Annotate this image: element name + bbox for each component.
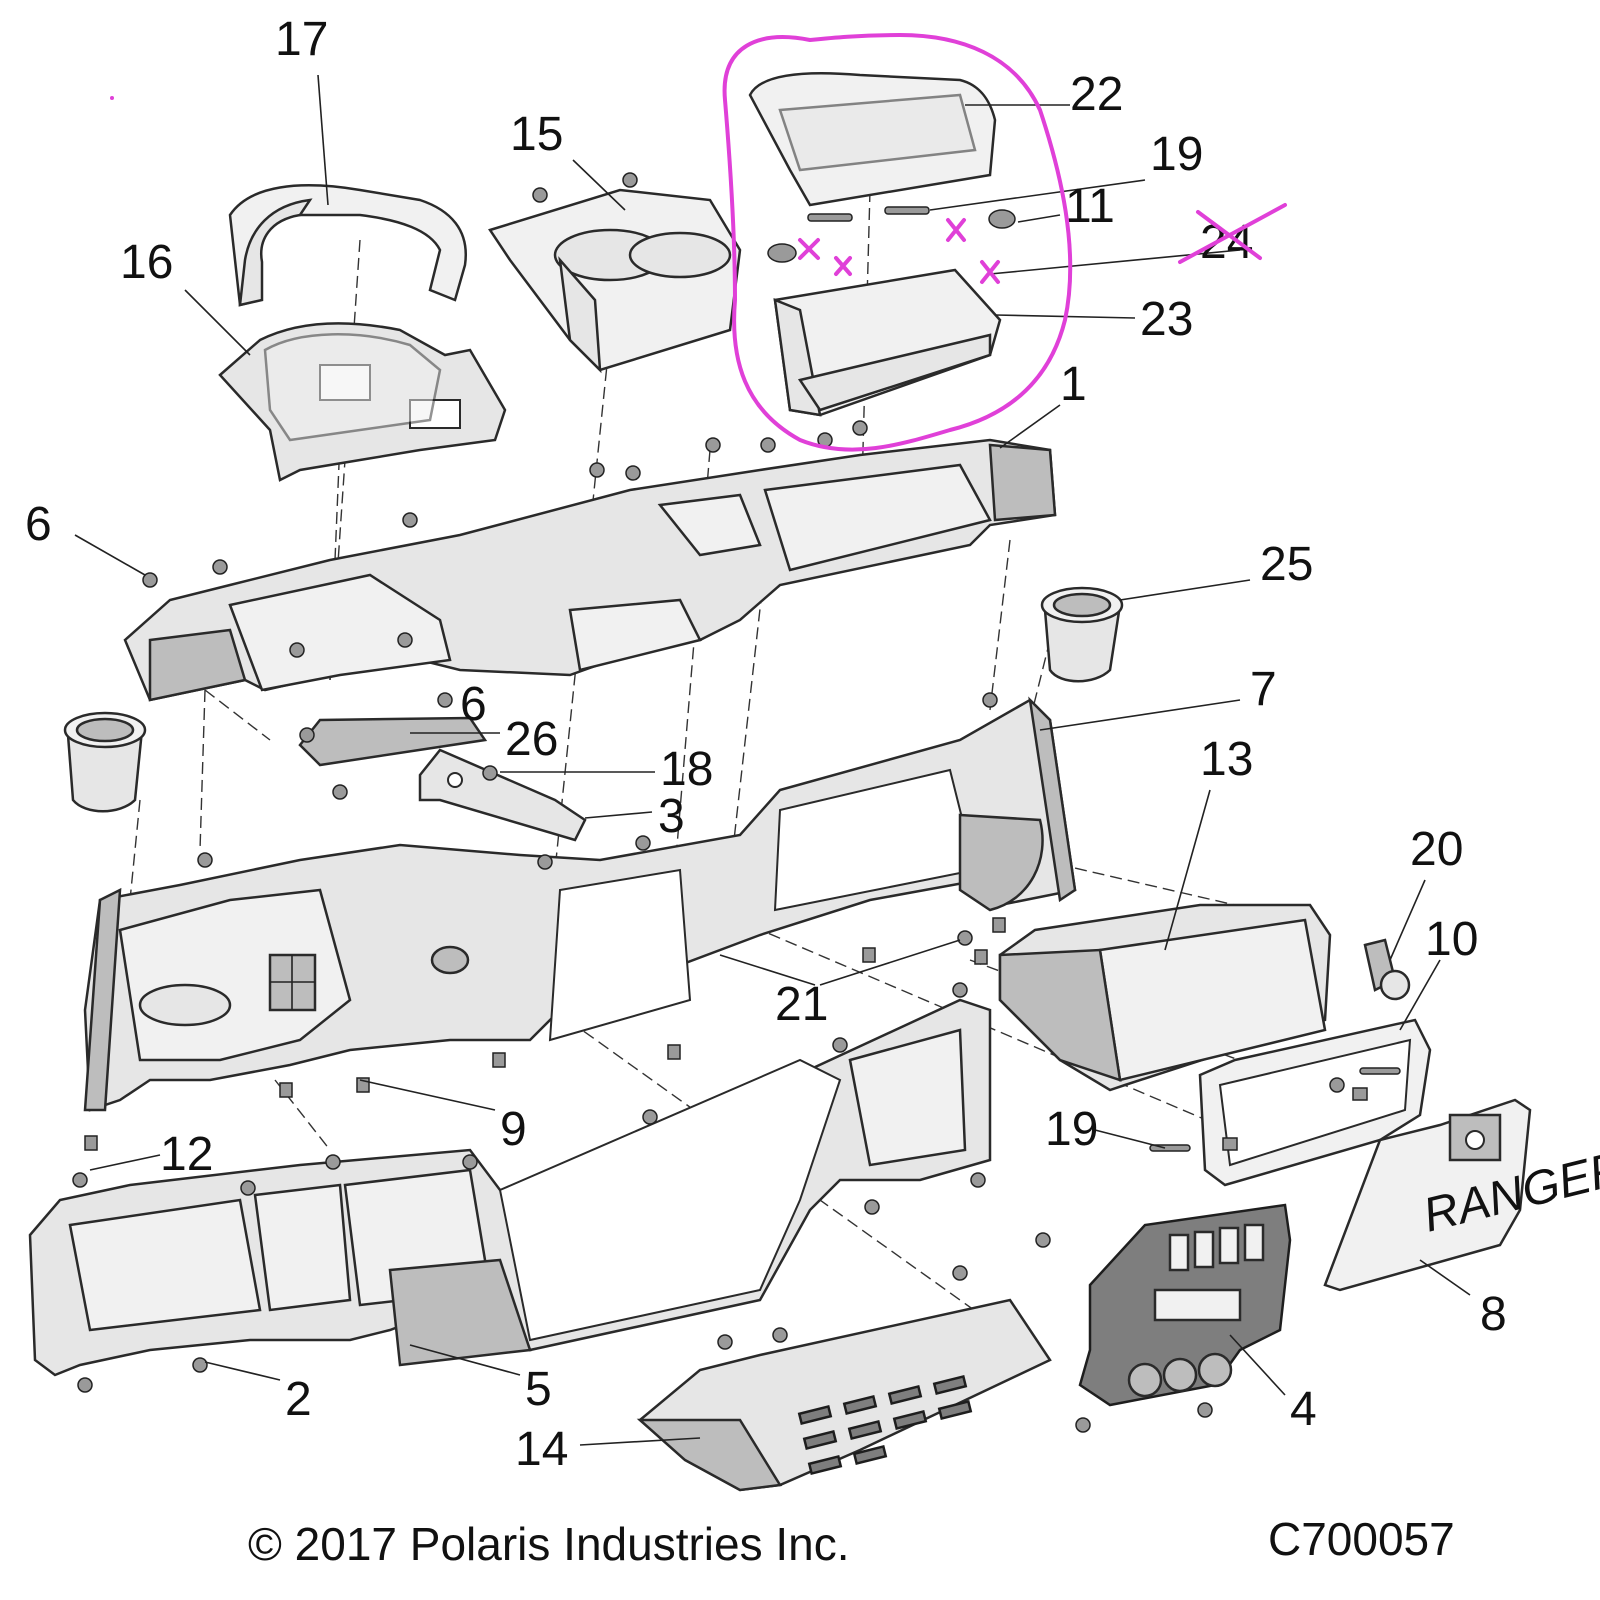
callout-12: 12 [160, 1128, 213, 1181]
part-15-cupholder-console [488, 188, 742, 374]
bin-fasteners [767, 206, 1016, 448]
callout-21: 21 [775, 978, 828, 1031]
annotation-circle [722, 33, 1073, 452]
callout-19b: 19 [1045, 1103, 1098, 1156]
callout-25: 25 [1260, 538, 1313, 591]
annotation-dot [110, 96, 114, 100]
callout-3: 3 [658, 790, 685, 843]
callout-18: 18 [660, 743, 713, 796]
callout-7: 7 [1250, 663, 1277, 716]
annotation-x-4 [980, 260, 1000, 284]
annotation-x-3 [946, 218, 966, 242]
callout-15: 15 [510, 108, 563, 161]
leader-lines [74, 74, 1471, 1446]
callout-26: 26 [505, 713, 558, 766]
annotation-cross-24b [1178, 203, 1287, 264]
callout-20: 20 [1410, 823, 1463, 876]
callout-2: 2 [285, 1373, 312, 1426]
part-14-lower-vent-panel [636, 1298, 1052, 1492]
part-7-main-dash-panel [83, 696, 1077, 1112]
callout-9: 9 [500, 1103, 527, 1156]
callout-11: 11 [1065, 180, 1115, 233]
annotation-x-1 [798, 238, 820, 260]
callout-6a: 6 [25, 498, 52, 551]
callout-22: 22 [1070, 68, 1123, 121]
callout-16: 16 [120, 236, 173, 289]
part-13-glovebox-body [998, 903, 1332, 1092]
part-17-gauge-bezel [228, 184, 468, 307]
callout-labels: 17 16 15 22 19 11 24 23 1 6 25 6 26 7 18… [25, 13, 1507, 1476]
callout-4: 4 [1290, 1383, 1317, 1436]
fasteners [72, 172, 1401, 1433]
callout-24: 24 [1200, 216, 1253, 269]
cupholder-left [63, 711, 147, 813]
part-3-bracket [418, 748, 587, 842]
callout-10: 10 [1425, 913, 1478, 966]
part-22-storage-lid [748, 71, 997, 207]
annotation-markup [110, 33, 1287, 452]
callout-5: 5 [525, 1363, 552, 1416]
callout-1: 1 [1060, 358, 1087, 411]
part-26-plate [298, 716, 488, 767]
callout-8: 8 [1480, 1288, 1507, 1341]
callout-17: 17 [275, 13, 328, 66]
callout-13: 13 [1200, 733, 1253, 786]
annotation-x-2 [834, 256, 852, 276]
copyright-text: © 2017 Polaris Industries Inc. [248, 1518, 850, 1570]
part-23-storage-bin [773, 268, 1002, 417]
part-4-switch-panel [1078, 1203, 1292, 1407]
part-20-latch [1363, 938, 1411, 1001]
callout-14: 14 [515, 1423, 568, 1476]
part-1-upper-dash [123, 438, 1057, 702]
vent-slots [797, 1375, 973, 1475]
part-5-lower-dash [28, 998, 992, 1377]
callout-6b: 6 [460, 678, 487, 731]
part-16-gauge-pod [218, 322, 507, 482]
callout-19a: 19 [1150, 128, 1203, 181]
diagram-id: C700057 [1268, 1513, 1455, 1565]
callout-23: 23 [1140, 293, 1193, 346]
part-25-cupholder-right [1040, 586, 1124, 683]
